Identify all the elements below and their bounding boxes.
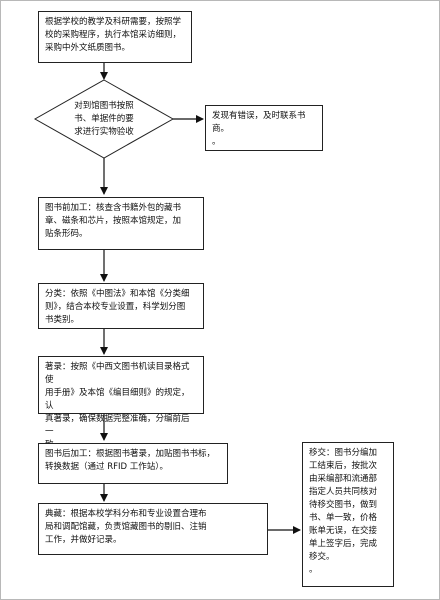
step-transfer: 移交：图书分编加 工结束后，按批次 由采编部和流通部 指定人员共同核对 待移交图…: [302, 442, 394, 587]
decision-text: 对到馆图书按照 书、单据件的要 求进行实物验收: [74, 101, 134, 137]
step-procurement: 根据学校的教学及科研需要，按照学 校的采购程序，执行本馆采访细则， 采购中外文纸…: [38, 11, 192, 63]
step-collection: 典藏：根据本校学科分布和专业设置合理布 局和调配馆藏，负责馆藏图书的剔旧、注销 …: [38, 503, 268, 555]
step-cataloging: 著录：按照《中西文图书机读目录格式使 用手册》及本馆《编目细则》的规定，认 真著…: [38, 356, 204, 450]
step-error-contact: 发现有错误，及时联系书 商。 。: [205, 105, 323, 151]
step-post-processing: 图书后加工：根据图书著录，加贴图书书标， 转换数据（通过 RFID 工作站）。: [38, 443, 228, 484]
step-pre-processing: 图书前加工：核查含书籍外包的藏书 章、磁条和芯片，按照本馆规定，加 贴条形码。: [38, 197, 204, 250]
step-classification: 分类：依照《中图法》和本馆《分类细 则》，结合本校专业设置，科学划分图 书类别。: [38, 283, 204, 329]
